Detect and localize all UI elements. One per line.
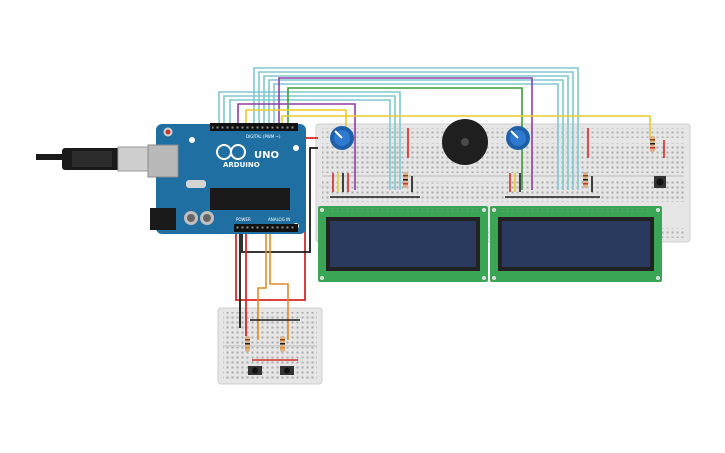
purple-wires xyxy=(237,77,533,190)
power-header-label: POWER xyxy=(236,217,251,222)
resistor xyxy=(245,336,250,352)
arduino-logo xyxy=(216,144,246,160)
resistor xyxy=(650,136,655,152)
teal-wires xyxy=(218,67,579,190)
board-jumpers xyxy=(250,128,665,361)
resistor xyxy=(280,336,285,352)
potentiometer[interactable] xyxy=(506,126,530,150)
piezo-buzzer xyxy=(442,119,488,165)
orange-wires xyxy=(257,232,289,340)
arduino-model: UNO xyxy=(254,150,279,161)
small-breadboard xyxy=(217,307,323,385)
yellow-wires xyxy=(245,109,651,140)
lcd-display xyxy=(490,206,662,282)
analog-header-label: ANALOG IN xyxy=(268,217,290,222)
lcd-display xyxy=(318,206,488,282)
push-button[interactable] xyxy=(654,176,666,188)
resistor xyxy=(583,172,588,188)
power-wires xyxy=(235,137,318,336)
push-button[interactable] xyxy=(248,366,262,375)
arduino-brand: ARDUINO xyxy=(223,161,260,169)
push-button[interactable] xyxy=(280,366,294,375)
resistor xyxy=(403,172,408,188)
potentiometer[interactable] xyxy=(330,126,354,150)
digital-header-label: DIGITAL (PWM ~) xyxy=(246,134,281,139)
arduino-uno-board: ARDUINO UNO DIGITAL (PWM ~) POWER ANALOG… xyxy=(147,123,306,234)
